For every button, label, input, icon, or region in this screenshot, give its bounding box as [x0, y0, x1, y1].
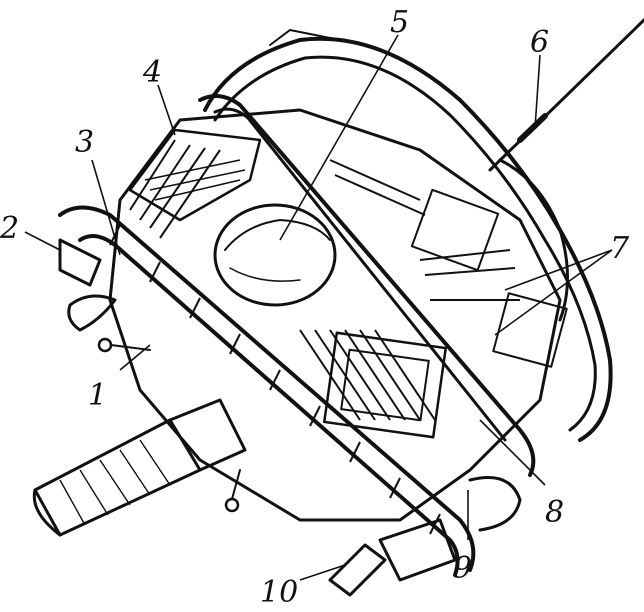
callout-2: 2 — [0, 211, 19, 246]
middle-ring-band — [198, 94, 536, 477]
callout-1: 1 — [88, 378, 107, 413]
engine-nozzle — [32, 398, 247, 537]
right-dish — [468, 158, 569, 532]
front-ring-band — [58, 205, 476, 577]
left-bracket — [58, 238, 117, 332]
leader-lines — [24, 34, 613, 581]
callout-6: 6 — [530, 25, 549, 60]
callout-5: 5 — [390, 5, 409, 40]
bottom-sensor — [328, 518, 457, 597]
callout-8: 8 — [545, 495, 564, 530]
lower-knob — [224, 469, 241, 513]
callout-9: 9 — [453, 551, 472, 586]
callout-4: 4 — [142, 55, 162, 90]
antenna — [488, 18, 644, 172]
outer-ring-top — [203, 29, 613, 442]
callout-7: 7 — [610, 231, 630, 266]
callout-10: 10 — [260, 575, 298, 610]
valve-knob — [97, 337, 151, 353]
sphere-tank — [213, 203, 337, 307]
body-housing — [108, 108, 568, 522]
callout-labels: 1 2 3 4 5 6 7 8 9 10 — [0, 5, 630, 610]
callout-3: 3 — [75, 125, 94, 160]
